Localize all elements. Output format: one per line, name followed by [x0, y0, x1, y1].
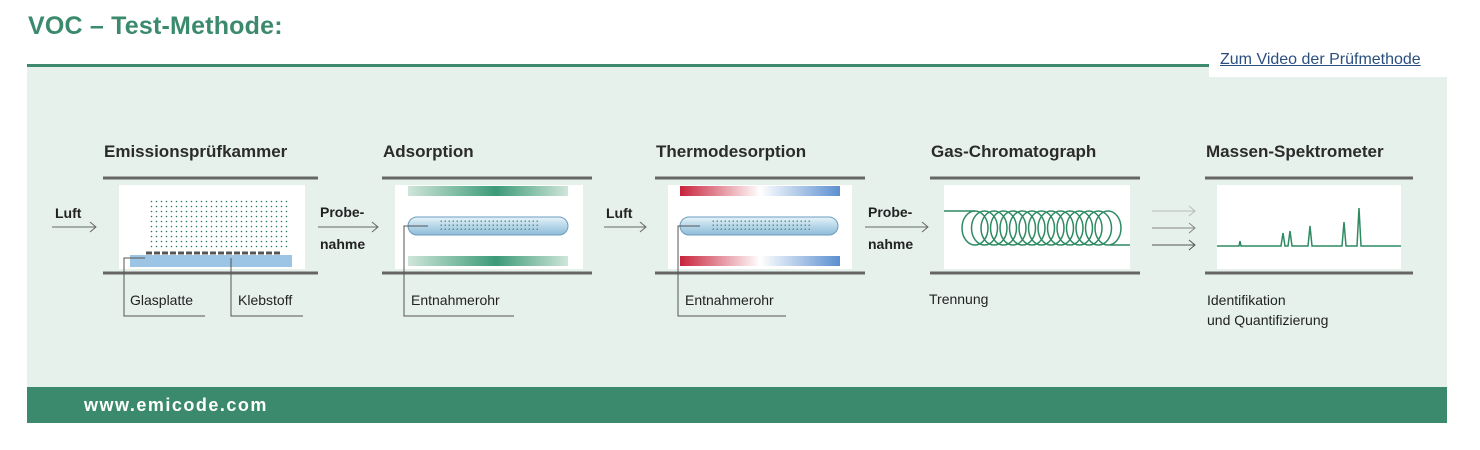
arrow-luft-2: [604, 221, 647, 233]
gc-coil-loop: [1065, 210, 1094, 246]
stage-title-gas-chromatograph: Gas-Chromatograph: [931, 142, 1097, 161]
flow-label-probenahme-1-a: Probe-: [320, 204, 365, 220]
diagram-panel-top: [27, 67, 1209, 77]
callout-klebstoff: Klebstoff: [238, 292, 293, 308]
flow-label-luft-1: Luft: [55, 205, 82, 221]
arrow-probenahme-2: [865, 221, 929, 233]
flow-label-probenahme-2-b: nahme: [868, 236, 914, 252]
header-divider: [27, 64, 1209, 67]
gc-coil-loop: [1046, 210, 1075, 246]
gc-coil-loop: [1056, 210, 1084, 246]
adsorbent-bar-bottom: [408, 256, 568, 266]
adsorbent-bar-top: [408, 186, 568, 196]
gc-coil-loop: [1075, 210, 1103, 246]
gc-coil-loop: [961, 210, 989, 246]
callout-entnahmerohr-2: Entnahmerohr: [685, 292, 774, 308]
callout-identifikation-line2: und Quantifizierung: [1207, 312, 1329, 328]
footer-url[interactable]: www.emicode.com: [84, 395, 268, 415]
gc-coil-loop: [1027, 210, 1056, 246]
stage-gas-chromatograph: [930, 176, 1140, 275]
stage-title-mass-spectrometer: Massen-Spektrometer: [1206, 142, 1384, 161]
callout-identifikation-line1: Identifikation: [1207, 292, 1286, 308]
stage-title-adsorption: Adsorption: [383, 142, 474, 161]
flow-label-luft-2: Luft: [606, 205, 633, 221]
gc-coil-loop: [1018, 210, 1046, 246]
arrow-luft-1: [52, 221, 97, 233]
heater-bar-bottom: [680, 256, 840, 266]
gc-coil-loop: [999, 210, 1027, 246]
voc-particles-cloud: [148, 200, 290, 248]
gc-coil-loop: [980, 210, 1008, 246]
ms-spectrum-line: [1217, 207, 1401, 247]
stage-title-thermodesorption: Thermodesorption: [656, 142, 807, 161]
stage-title-emission-chamber: Emissionsprüfkammer: [104, 142, 288, 161]
gc-column-coil: [961, 210, 1122, 246]
gc-coil-loop: [970, 210, 999, 246]
callout-trennung: Trennung: [929, 291, 989, 307]
tube-adsorbent-2: [712, 220, 812, 232]
callout-identifikation: Identifikation und Quantifizierung: [1207, 290, 1328, 330]
flow-label-probenahme-2-a: Probe-: [868, 204, 913, 220]
callout-glasplatte: Glasplatte: [130, 292, 194, 308]
footer-bar: www.emicode.com: [27, 387, 1447, 423]
video-link[interactable]: Zum Video der Prüfmethode: [1220, 51, 1421, 68]
gc-coil-loop: [1008, 210, 1037, 246]
flow-label-probenahme-1-b: nahme: [320, 236, 366, 252]
tube-adsorbent-1: [440, 220, 540, 232]
heater-bar-top: [680, 186, 840, 196]
gc-coil-loop: [989, 210, 1018, 246]
stage-thermodesorption: [655, 176, 865, 317]
page-title: VOC – Test-Methode:: [28, 12, 283, 40]
callout-entnahmerohr-1: Entnahmerohr: [411, 292, 500, 308]
stage-emission-chamber: [103, 176, 318, 317]
stage-mass-spectrometer: [1205, 176, 1413, 275]
gc-coil-loop: [1094, 210, 1122, 246]
arrows-to-ms: [1152, 205, 1196, 251]
gc-coil-loop: [1084, 210, 1113, 246]
arrow-probenahme-1: [318, 221, 379, 233]
stage-adsorption: [382, 176, 592, 317]
gc-coil-loop: [1037, 210, 1065, 246]
glass-plate: [130, 255, 292, 267]
